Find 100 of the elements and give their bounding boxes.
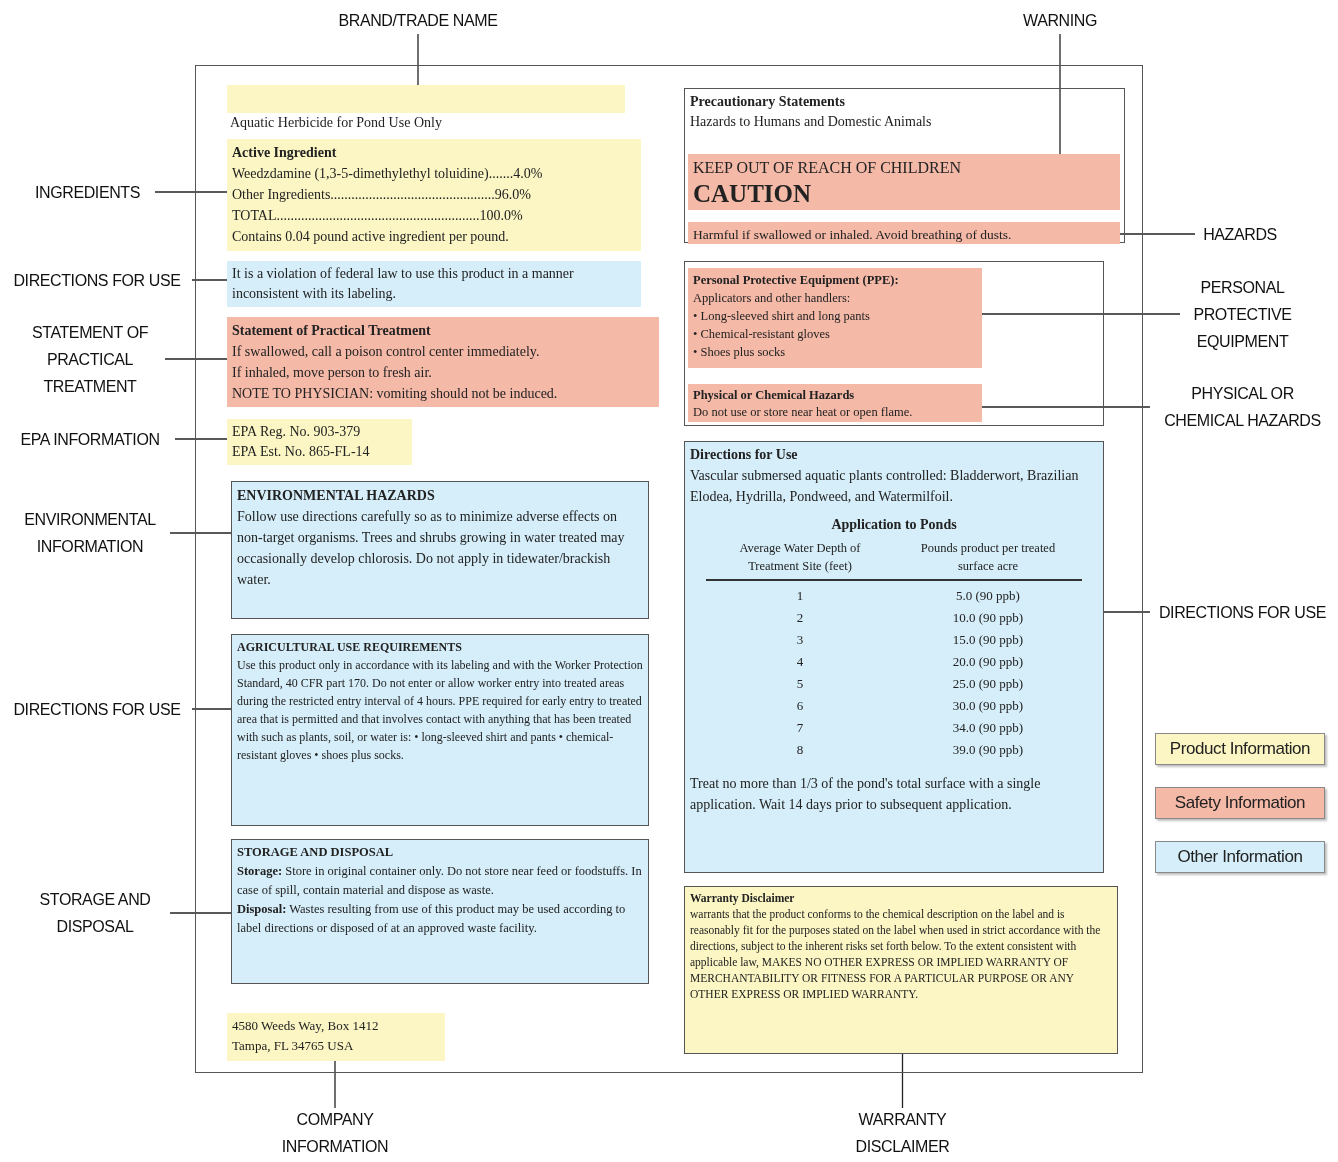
body-text: Contains 0.04 pound active ingredient per pound.: [232, 228, 510, 246]
body-text: EPA Reg. No. 903-379: [232, 423, 362, 441]
leader-line: [169, 912, 232, 914]
table-cell-text: 10.0 (90 ppb): [951, 608, 1025, 627]
callout-label: PERSONAL PROTECTIVE EQUIPMENT: [1180, 273, 1305, 355]
highlight-box: [227, 85, 625, 113]
table-cell-text: 3: [795, 630, 805, 649]
highlight-box: [688, 154, 1120, 210]
callout-label: WARNING: [1000, 6, 1120, 34]
section-heading: Statement of Practical Treatment: [232, 322, 432, 340]
bordered-panel: [684, 261, 1104, 426]
callout-label: INGREDIENTS: [20, 178, 155, 206]
leader-line: [981, 406, 1151, 408]
callout-label: WARRANTY DISCLAIMER: [830, 1108, 975, 1158]
body-text: EPA Est. No. 865-FL-14: [232, 443, 371, 461]
leader-line: [1119, 233, 1196, 235]
body-text: TOTAL..........................................................100.0%: [232, 207, 524, 225]
body-text: Use this product only in accordance with its labeling and with the Worker Protection Standard, 40 CFR part 170. Do not enter or allow worker entry into treated areas during the restricted entry interval of 4 hours. PPE required for early entry to treated area that is permitted and that involves contact with anything that has been treated with such as plants, soil, or water is: • long-sleeved shirt and pants • chemical-resistant gloves • shoes plus socks.: [237, 657, 643, 764]
callout-label: PHYSICAL OR CHEMICAL HAZARDS: [1150, 382, 1335, 432]
body-text: warrants that the product conforms to the chemical description on the label and is reasonably fit for the purposes stated on the label when used in strict accordance with the directions, subject to the inherent risks set forth below. To the extent consistent with applicable law, MAKES NO OTHER EXPRESS OR IMPLIED WARRANTY OF MERCHANTABILITY OR FITNESS FOR A PARTICULAR PURPOSE OR ANY OTHER EXPRESS OR IMPLIED WARRANTY.: [690, 907, 1102, 1002]
callout-label: HAZARDS: [1195, 220, 1285, 248]
body-text: Vascular submersed aquatic plants controlled: Bladderwort, Brazilian Elodea, Hydrilla, Pondweed, and Watermilfoil.: [690, 467, 1080, 506]
subtitle-text: Aquatic Herbicide for Pond Use Only: [230, 114, 442, 132]
leader-line: [174, 438, 228, 440]
table-cell-text: 8: [795, 740, 805, 759]
body-text: Applicators and other handlers:: [693, 290, 852, 307]
legend-item: Product Information: [1155, 733, 1325, 765]
body-text: Weedzdamine (1,3-5-dimethylethyl toluidine).......4.0%: [232, 165, 544, 183]
section-heading: Warranty Disclaimer: [690, 891, 796, 906]
callout-label: ENVIRONMENTAL INFORMATION: [10, 505, 170, 561]
table-cell-text: 20.0 (90 ppb): [951, 652, 1025, 671]
body-text: • Long-sleeved shirt and long pants: [693, 308, 871, 325]
section-heading: Physical or Chemical Hazards: [693, 387, 856, 404]
highlight-box: [688, 268, 982, 368]
leader-line: [154, 191, 228, 193]
highlight-box: [688, 222, 1120, 244]
callout-label: STORAGE AND DISPOSAL: [20, 885, 170, 941]
bordered-section-box: [231, 481, 649, 619]
table-cell-text: 2: [795, 608, 805, 627]
callout-label: STATEMENT OF PRACTICAL TREATMENT: [15, 318, 165, 400]
bordered-section-box: [684, 886, 1118, 1054]
leader-line: [191, 708, 232, 710]
section-heading: Precautionary Statements: [690, 93, 846, 111]
body-text: Storage: Store in original container only. Do not store near feed or foodstuffs. In case of spill, contain material and dispose as waste.: [237, 863, 643, 899]
body-text: Follow use directions carefully so as to minimize adverse effects on non-target organisms. Trees and shrubs growing in water treated may occasionally develop chlorosis. Do not apply in tidewater/brackish water.: [237, 508, 626, 589]
callout-label: EPA INFORMATION: [5, 425, 175, 453]
leader-line: [981, 313, 1181, 315]
body-text: Do not use or store near heat or open flame.: [693, 404, 914, 421]
table-cell-text: 25.0 (90 ppb): [951, 674, 1025, 693]
leader-line: [901, 1053, 904, 1109]
highlight-box: [227, 139, 641, 251]
table-cell-text: 5.0 (90 ppb): [955, 586, 1021, 605]
table-cell-text: 4: [795, 652, 805, 671]
section-heading: Active Ingredient: [232, 144, 338, 162]
leader-line: [164, 358, 228, 360]
bordered-panel: [684, 88, 1125, 243]
callout-label: BRAND/TRADE NAME: [298, 6, 538, 34]
bordered-section-box: [684, 441, 1104, 873]
body-text: Tampa, FL 34765 USA: [232, 1037, 355, 1055]
section-heading: AGRICULTURAL USE REQUIREMENTS: [237, 639, 463, 656]
body-text: 4580 Weeds Way, Box 1412: [232, 1017, 380, 1035]
table-cell-text: 30.0 (90 ppb): [951, 696, 1025, 715]
section-heading: STORAGE AND DISPOSAL: [237, 844, 395, 861]
section-heading: Personal Protective Equipment (PPE):: [693, 272, 900, 289]
body-text: Treat no more than 1/3 of the pond's total surface with a single application. Wait 14 days prior to subsequent application.: [690, 774, 1042, 814]
leader-line: [191, 279, 228, 281]
leader-line: [1059, 33, 1061, 155]
label-frame: [195, 65, 1143, 1073]
section-heading: ENVIRONMENTAL HAZARDS: [237, 487, 436, 505]
signal-word: CAUTION: [693, 179, 813, 209]
body-text: If swallowed, call a poison control center immediately.: [232, 343, 541, 361]
leader-line: [1103, 611, 1151, 613]
body-text: Hazards to Humans and Domestic Animals: [690, 113, 933, 131]
body-text: Harmful if swallowed or inhaled. Avoid breathing of dusts.: [693, 226, 1013, 244]
section-heading: Directions for Use: [690, 446, 799, 464]
callout-label: DIRECTIONS FOR USE: [1150, 598, 1335, 626]
table-cell-text: 39.0 (90 ppb): [951, 740, 1025, 759]
table-cell-text: 34.0 (90 ppb): [951, 718, 1025, 737]
table-cell-text: 5: [795, 674, 805, 693]
highlight-box: [227, 1013, 445, 1061]
leader-line: [417, 33, 419, 86]
callout-label: COMPANY INFORMATION: [260, 1108, 410, 1158]
body-text: Disposal: Wastes resulting from use of this product may be used according to label directions or disposed of at an approved waste facility.: [237, 901, 627, 937]
table-cell-text: 7: [795, 718, 805, 737]
body-text: Other Ingredients...............................................96.0%: [232, 186, 533, 204]
table-header: Pounds product per treated surface acre: [919, 540, 1057, 575]
highlight-box: [227, 419, 412, 465]
table-cell-text: 6: [795, 696, 805, 715]
table-header: Average Water Depth of Treatment Site (feet): [738, 540, 862, 575]
table-title: Application to Ponds: [830, 516, 958, 534]
body-text: It is a violation of federal law to use this product in a manner inconsistent with its labeling.: [232, 265, 575, 303]
legend-item: Other Information: [1155, 841, 1325, 873]
body-text: • Shoes plus socks: [693, 344, 787, 361]
highlight-box: [227, 261, 641, 307]
bordered-section-box: [231, 634, 649, 826]
highlight-box: [688, 384, 982, 422]
body-text: NOTE TO PHYSICIAN: vomiting should not be induced.: [232, 385, 559, 403]
table-cell-text: 1: [795, 586, 805, 605]
body-text: If inhaled, move person to fresh air.: [232, 364, 433, 382]
bordered-section-box: [231, 839, 649, 984]
